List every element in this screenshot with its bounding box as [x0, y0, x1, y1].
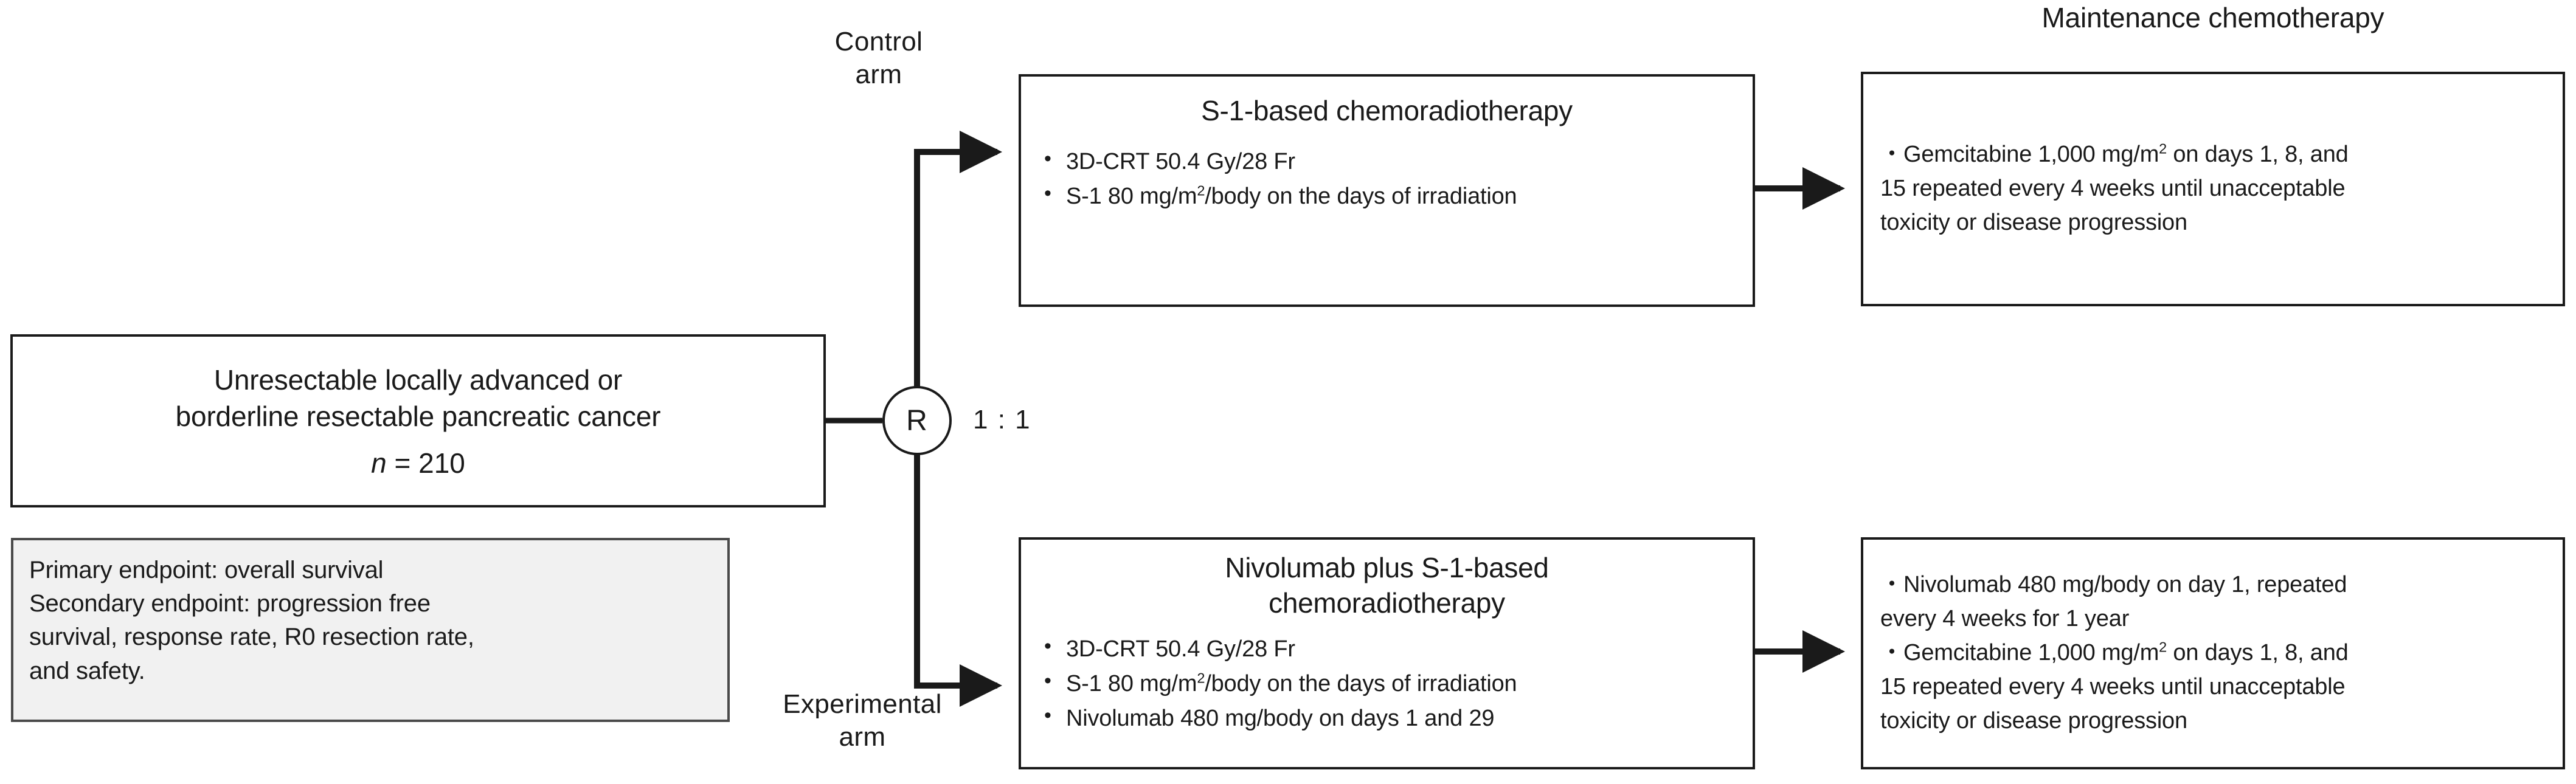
middot-bullet-icon: ・: [1880, 572, 1904, 598]
endpoints-box: Primary endpoint: overall survival Secon…: [11, 538, 730, 722]
randomization-node: R: [882, 386, 952, 455]
control-arm-title: S-1-based chemoradiotherapy: [1201, 95, 1573, 126]
list-item: S-1 80 mg/m2/body on the days of irradia…: [1039, 178, 1734, 214]
superscript-2: 2: [2159, 140, 2167, 157]
secondary-endpoint-line-1: Secondary endpoint: progression free: [29, 590, 431, 617]
experimental-arm-bullet-list: 3D-CRT 50.4 Gy/28 Fr S-1 80 mg/m2/body o…: [1039, 631, 1734, 736]
maintenance-control-item-1: ・Gemcitabine 1,000 mg/m2 on days 1, 8, a…: [1880, 138, 2546, 172]
control-arm-label-line-1: Control: [834, 27, 923, 57]
list-item: Nivolumab 480 mg/body on days 1 and 29: [1039, 700, 1734, 736]
list-item: S-1 80 mg/m2/body on the days of irradia…: [1039, 665, 1734, 701]
control-arm-label-line-2: arm: [855, 59, 902, 89]
control-arm-bullet-1: 3D-CRT 50.4 Gy/28 Fr: [1066, 148, 1295, 174]
maintenance-control-box: ・Gemcitabine 1,000 mg/m2 on days 1, 8, a…: [1861, 72, 2565, 306]
maintenance-experimental-item-2: ・Gemcitabine 1,000 mg/m2 on days 1, 8, a…: [1880, 636, 2546, 670]
superscript-2: 2: [1197, 182, 1205, 199]
maintenance-experimental-box: ・Nivolumab 480 mg/body on day 1, repeate…: [1861, 537, 2565, 769]
superscript-2: 2: [2159, 639, 2167, 655]
list-item: 3D-CRT 50.4 Gy/28 Fr: [1039, 631, 1734, 667]
population-line-2: borderline resectable pancreatic cancer: [175, 400, 661, 432]
experimental-arm-label: Experimental arm: [747, 688, 978, 753]
control-arm-box: S-1-based chemoradiotherapy 3D-CRT 50.4 …: [1019, 74, 1755, 307]
maintenance-experimental-line-1: Nivolumab 480 mg/body on day 1, repeated: [1903, 572, 2347, 598]
maintenance-control-line-3: toxicity or disease progression: [1880, 209, 2187, 235]
experimental-arm-title-line-1: Nivolumab plus S-1-based: [1225, 552, 1549, 583]
population-box: Unresectable locally advanced or borderl…: [10, 334, 826, 507]
middot-bullet-icon: ・: [1880, 142, 1904, 168]
maintenance-experimental-line-3: Gemcitabine 1,000 mg/m2 on days 1, 8, an…: [1903, 639, 2349, 666]
experimental-arm-title-line-2: chemoradiotherapy: [1269, 586, 1505, 619]
n-italic: n: [371, 447, 387, 480]
maintenance-control-line-1: Gemcitabine 1,000 mg/m2 on days 1, 8, an…: [1903, 140, 2349, 168]
maintenance-experimental-line-2: every 4 weeks for 1 year: [1880, 606, 2130, 632]
maintenance-chemotherapy-heading: Maintenance chemotherapy: [2041, 2, 2384, 33]
n-value: = 210: [386, 447, 465, 480]
maintenance-experimental-item-1: ・Nivolumab 480 mg/body on day 1, repeate…: [1880, 568, 2546, 602]
superscript-2: 2: [1197, 670, 1205, 686]
control-arm-label: Control arm: [791, 26, 967, 91]
population-sample-size: n = 210: [371, 447, 465, 480]
experimental-arm-label-line-1: Experimental: [783, 689, 942, 719]
experimental-arm-bullet-3: Nivolumab 480 mg/body on days 1 and 29: [1066, 705, 1495, 731]
primary-endpoint-text: Primary endpoint: overall survival: [29, 557, 384, 583]
maintenance-experimental-line-5: toxicity or disease progression: [1880, 707, 2187, 734]
control-arm-bullet-list: 3D-CRT 50.4 Gy/28 Fr S-1 80 mg/m2/body o…: [1039, 143, 1734, 214]
list-item: 3D-CRT 50.4 Gy/28 Fr: [1039, 143, 1734, 179]
experimental-arm-bullet-1: 3D-CRT 50.4 Gy/28 Fr: [1066, 636, 1295, 662]
middot-bullet-icon: ・: [1880, 640, 1904, 666]
maintenance-experimental-line-4: 15 repeated every 4 weeks until unaccept…: [1880, 673, 2346, 700]
experimental-arm-label-line-2: arm: [839, 721, 886, 752]
secondary-endpoint-line-2: survival, response rate, R0 resection ra…: [29, 624, 474, 651]
allocation-ratio-label: 1 : 1: [973, 405, 1031, 435]
secondary-endpoint-line-3: and safety.: [29, 657, 145, 684]
population-line-1: Unresectable locally advanced or: [213, 363, 623, 396]
maintenance-control-line-2: 15 repeated every 4 weeks until unaccept…: [1880, 176, 2346, 202]
experimental-arm-box: Nivolumab plus S-1-based chemoradiothera…: [1019, 537, 1755, 769]
